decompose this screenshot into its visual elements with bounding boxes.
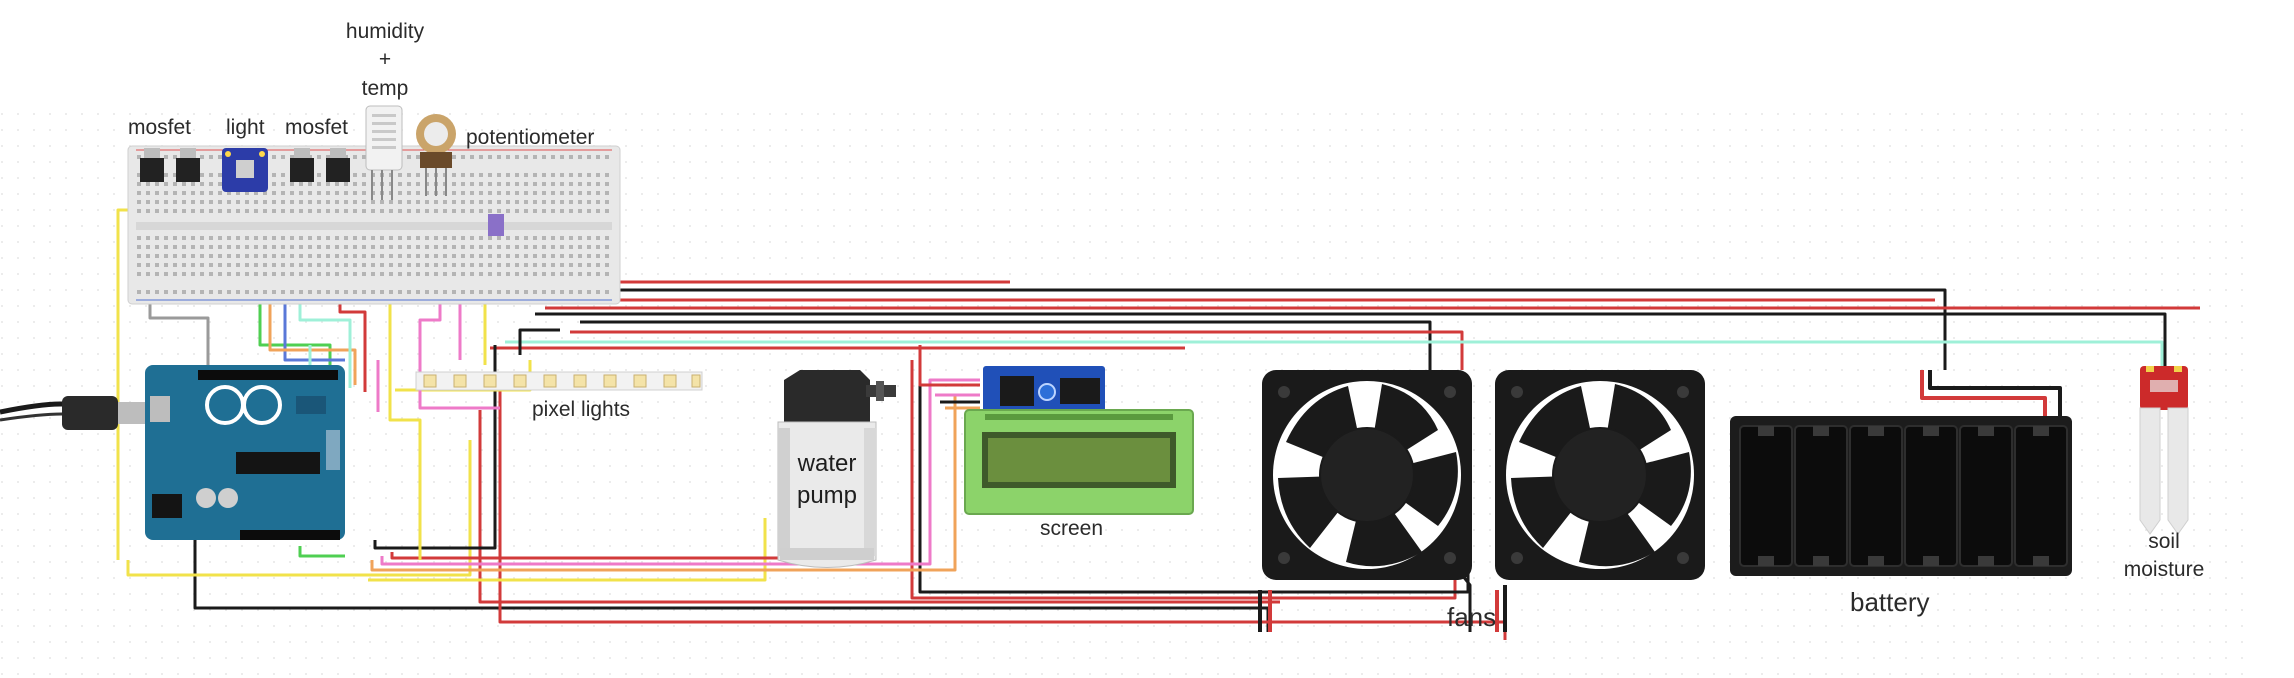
humidity-label-line2: + bbox=[378, 48, 392, 72]
fan-icon-1 bbox=[1262, 370, 1472, 580]
soil-moisture-sensor bbox=[2139, 366, 2189, 535]
light-label: light bbox=[226, 116, 265, 139]
arduino-uno-board bbox=[145, 365, 345, 540]
led-strip bbox=[415, 371, 703, 391]
fan-icon-2 bbox=[1495, 370, 1705, 580]
light-sensor bbox=[222, 148, 268, 192]
battery-label: battery bbox=[1850, 587, 1930, 617]
mosfet-component-1 bbox=[140, 148, 200, 182]
humidity-label-line1: humidity bbox=[345, 20, 425, 43]
mosfet-label-1: mosfet bbox=[128, 116, 192, 139]
water-pump-label-line1: water bbox=[797, 450, 857, 477]
water-pump bbox=[777, 370, 896, 568]
soil-moisture-label: soil moisture bbox=[2114, 528, 2214, 585]
fans-label: fans bbox=[1447, 602, 1497, 632]
water-pump-label: water pump bbox=[778, 448, 876, 513]
potentiometer bbox=[416, 114, 456, 196]
pixel-lights-label: pixel lights bbox=[532, 398, 631, 421]
water-pump-label-line2: pump bbox=[796, 482, 858, 510]
humidity-temp-label: humidity + temp bbox=[330, 18, 440, 103]
potentiometer-label: potentiometer bbox=[466, 126, 595, 149]
humidity-label-line3: temp bbox=[361, 76, 409, 100]
mosfet-label-2: mosfet bbox=[285, 116, 349, 139]
mosfet-component-2 bbox=[290, 148, 350, 182]
lcd-screen bbox=[964, 366, 1194, 515]
humidity-temp-sensor bbox=[365, 105, 403, 200]
soil-label-line2: moisture bbox=[2123, 558, 2205, 582]
screen-label: screen bbox=[1040, 517, 1104, 540]
soil-label-line1: soil bbox=[2148, 530, 2180, 553]
battery-holder bbox=[1730, 416, 2072, 576]
